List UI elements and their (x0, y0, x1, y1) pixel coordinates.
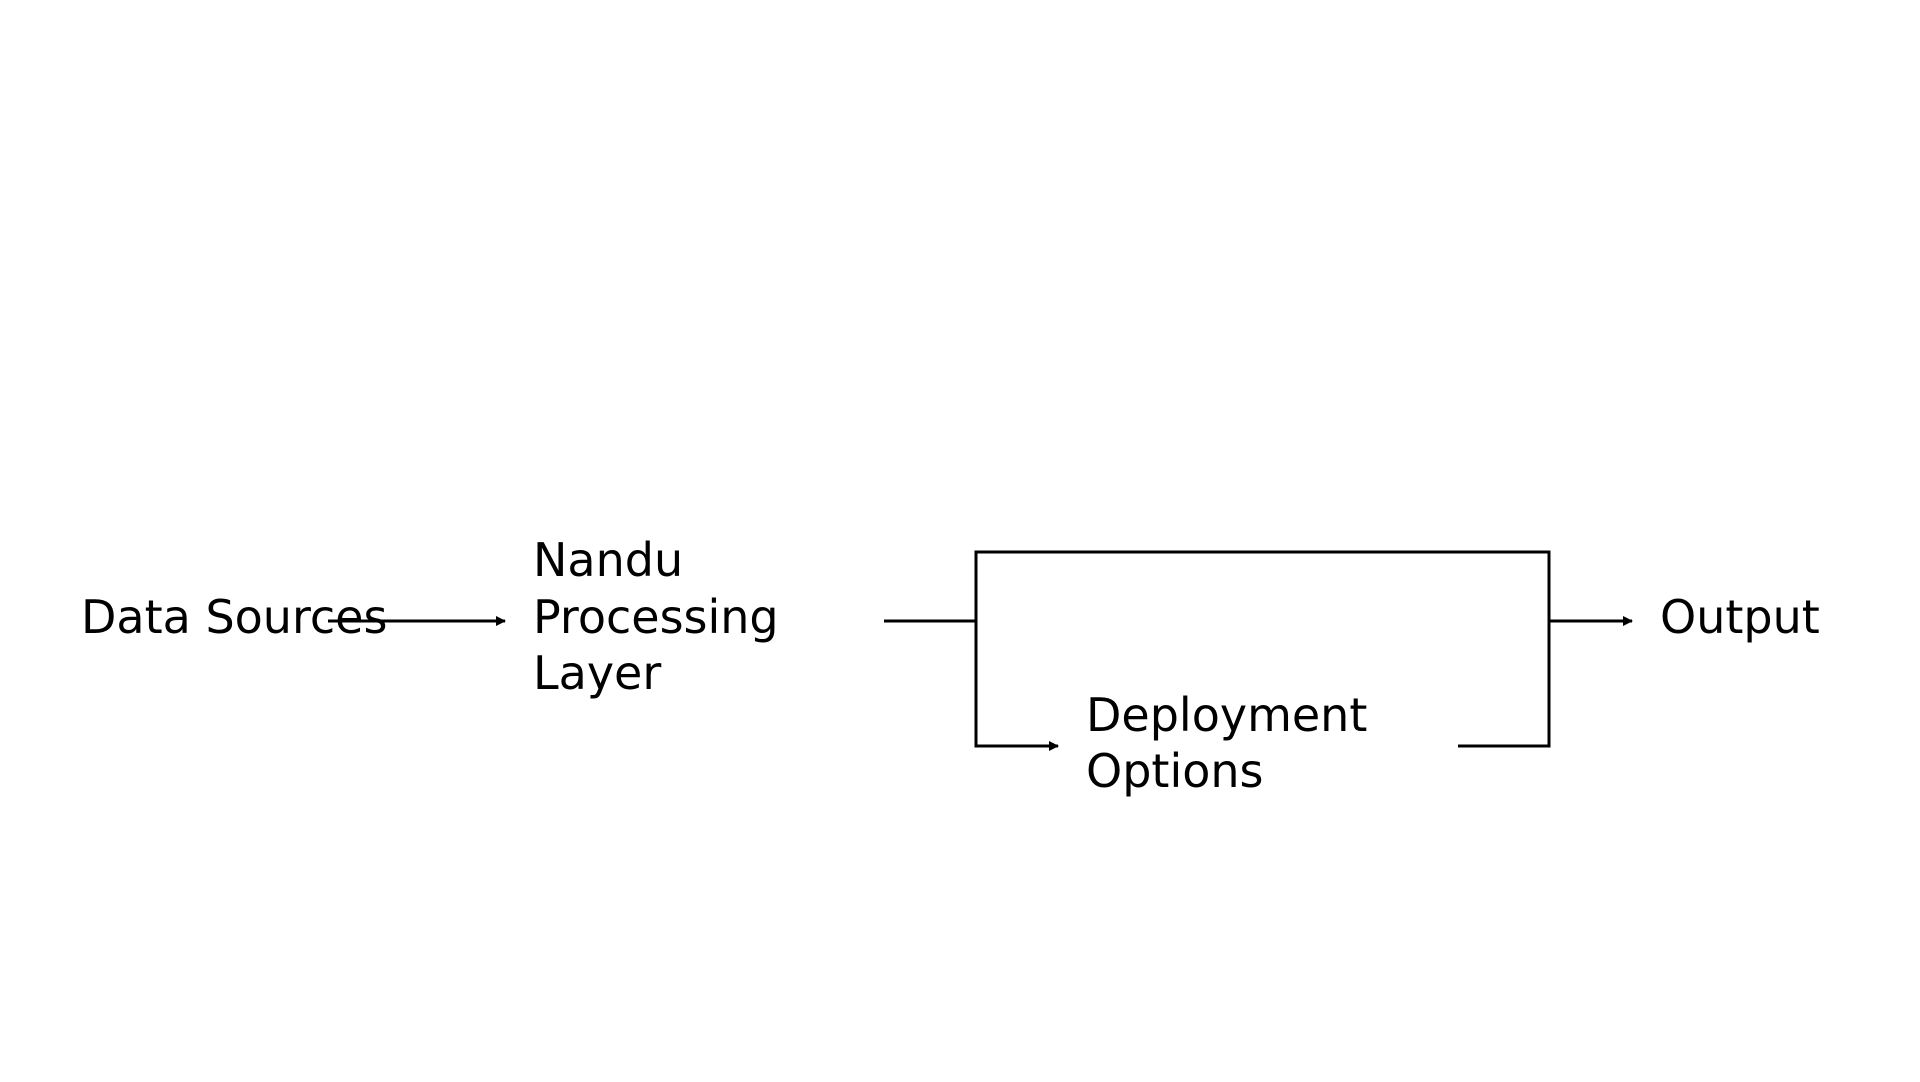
node-data-sources: Data Sources (81, 590, 387, 644)
node-processing-line-3: Layer (533, 646, 661, 700)
node-output: Output (1660, 590, 1820, 644)
edge-loop-to-deployment (974, 621, 1059, 751)
node-deployment-line-1: Deployment (1086, 688, 1367, 742)
node-processing-line-2: Processing (533, 590, 779, 644)
node-processing-line-1: Nandu (533, 533, 683, 587)
edge-deployment-return (1458, 621, 1551, 748)
node-deployment-line-2: Options (1086, 744, 1264, 798)
loop-top-branch (974, 550, 1551, 621)
